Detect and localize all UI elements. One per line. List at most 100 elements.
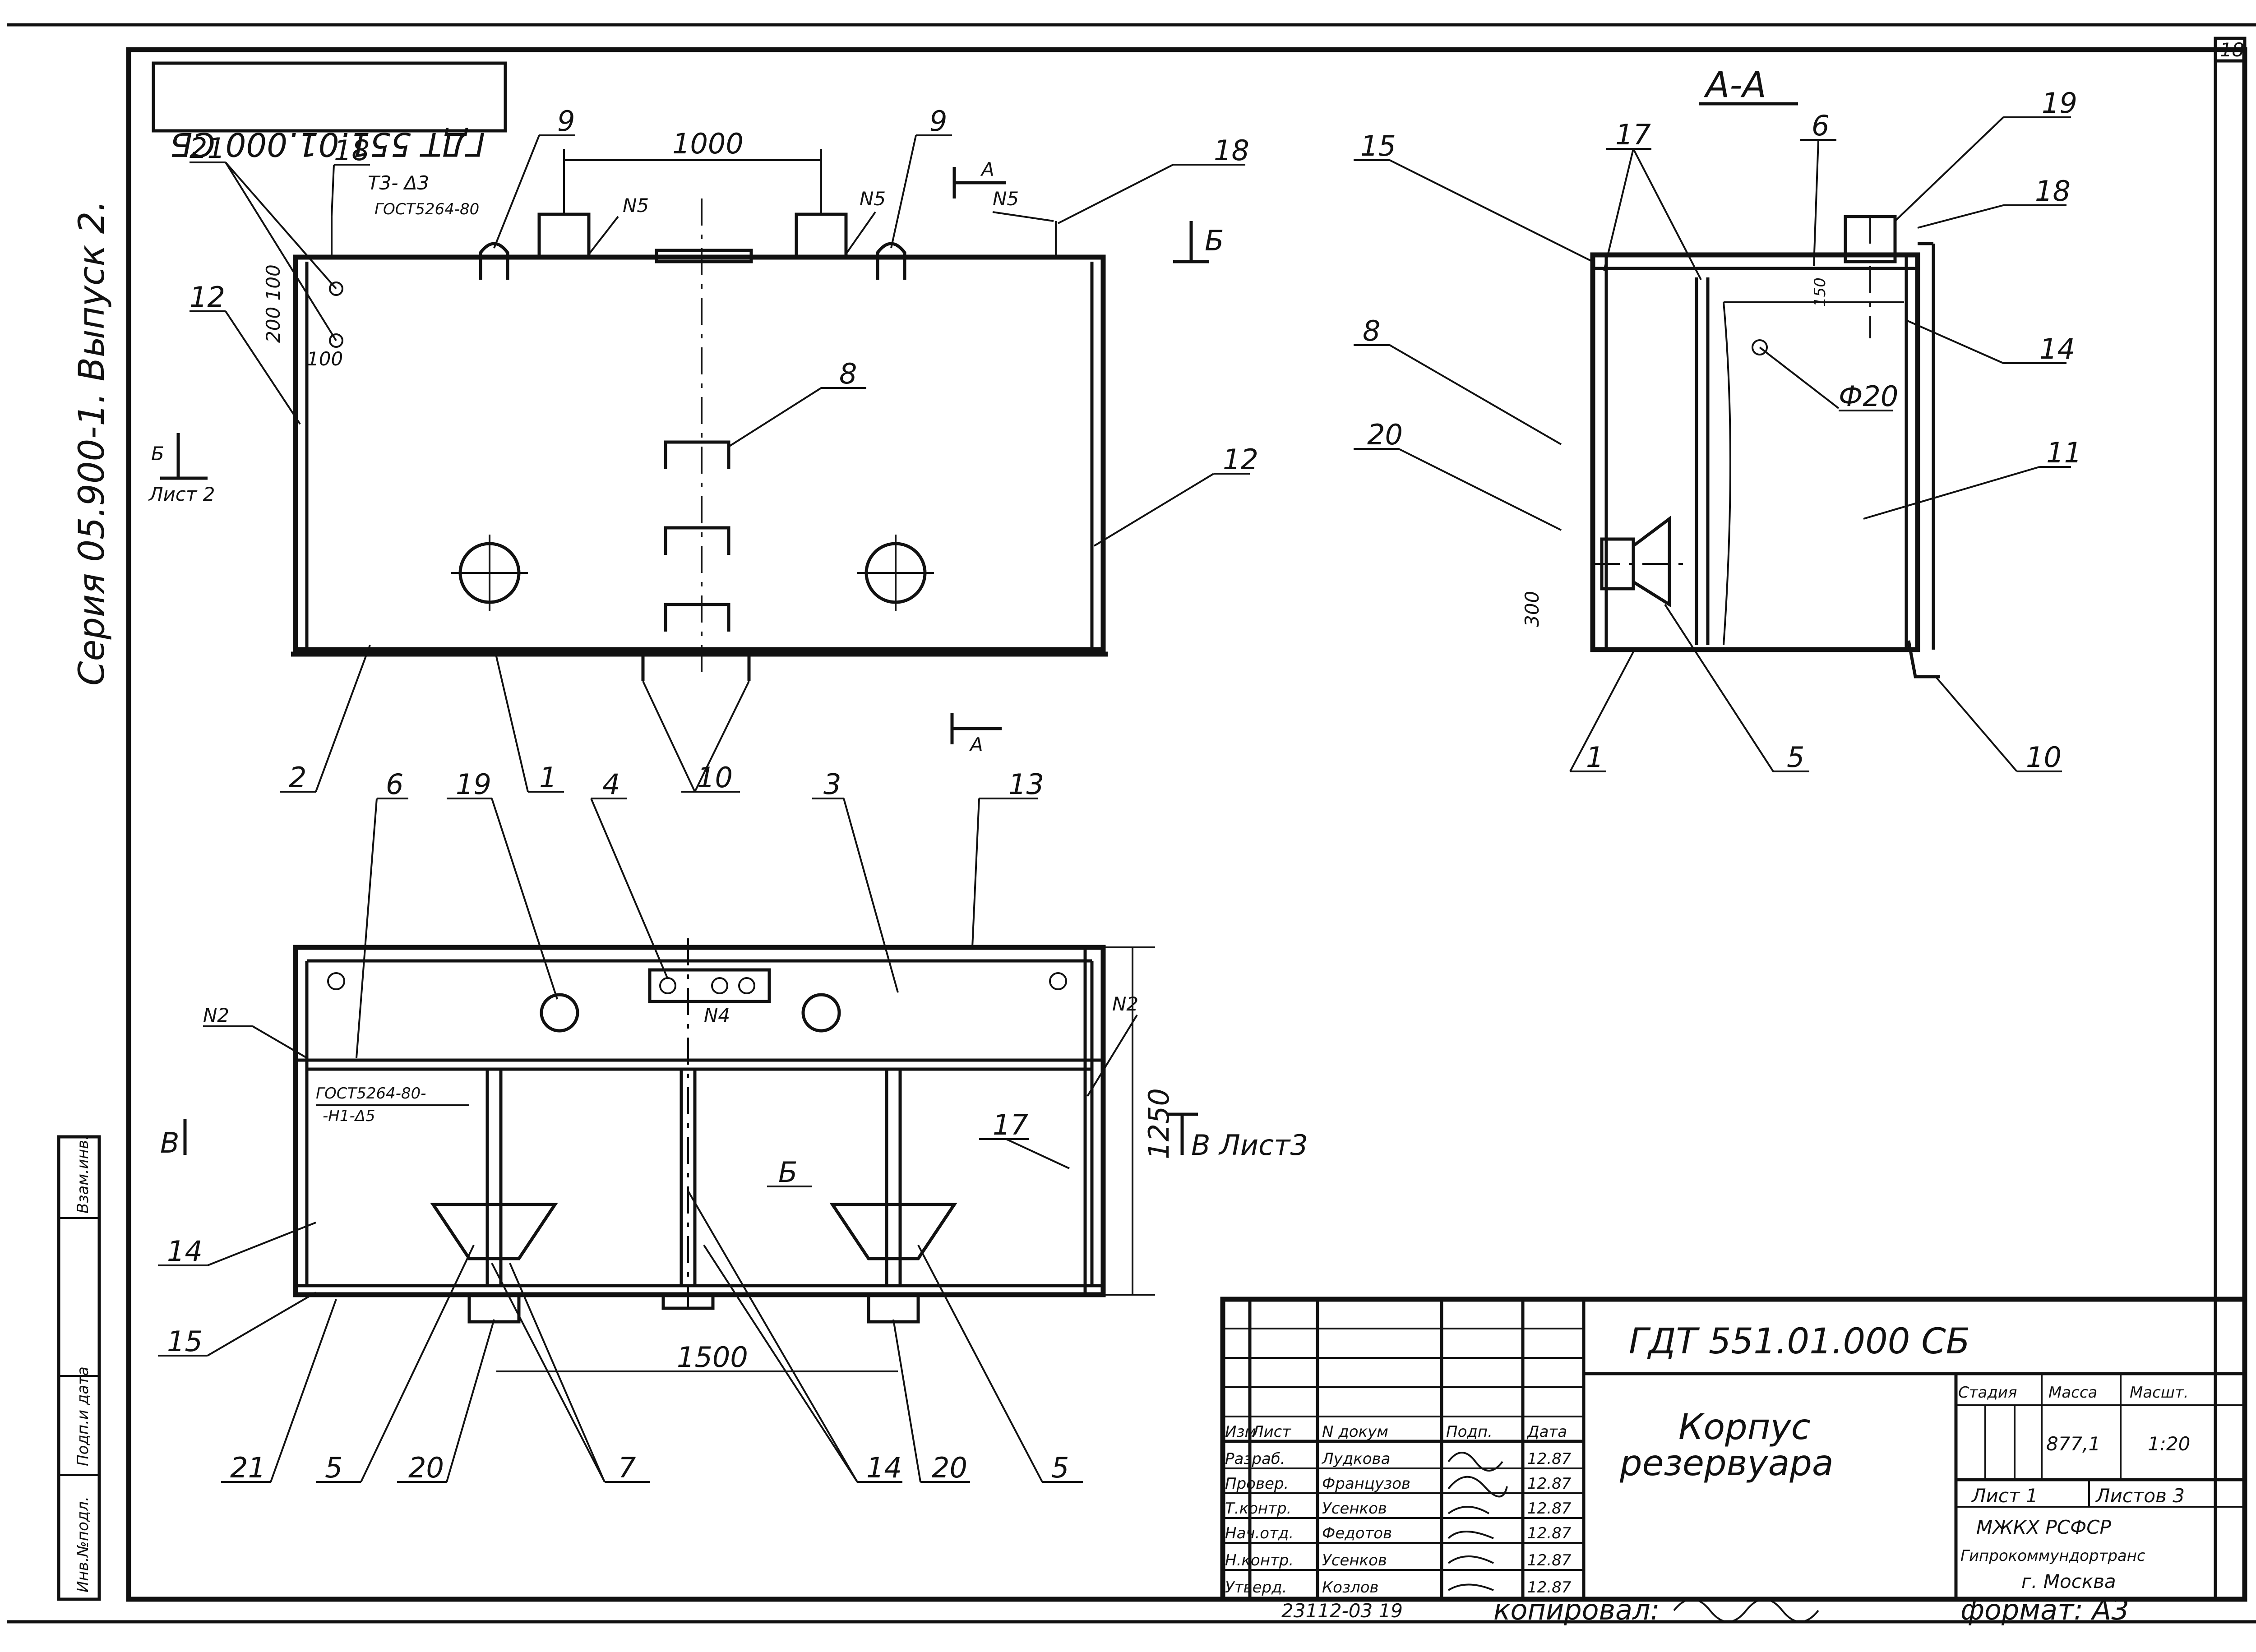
tb-org-3: г. Москва	[2021, 1570, 2116, 1592]
tb-date-1: 12.87	[1527, 1475, 1572, 1493]
tb-title-1: Корпус	[1678, 1407, 1811, 1448]
tb-name-4: Усенков	[1322, 1551, 1387, 1569]
dim-1250: 1250	[1142, 1088, 1175, 1159]
weld-n2-left: N2	[203, 1004, 229, 1026]
tb-date-2: 12.87	[1527, 1500, 1572, 1518]
weld-n5-b: N5	[860, 188, 886, 210]
section-v-left: В	[160, 1126, 180, 1159]
weld-t3: Т3- Δ3	[368, 172, 429, 194]
callout-17-plan: 17	[993, 1108, 1028, 1141]
callout-12-front-l: 12	[190, 281, 225, 314]
callout-1: 1	[539, 761, 557, 794]
callout-21-front: 21	[190, 132, 225, 165]
section-b-top: Б	[1205, 224, 1224, 257]
weld-n2-right: N2	[1112, 993, 1138, 1015]
callout-6-plan: 6	[386, 768, 403, 801]
callout-19-plan: 19	[456, 768, 491, 801]
callout-9-b: 9	[929, 105, 947, 138]
plan-view: 1250 1500 ГОСТ5264-80- -Н1-Δ5 N2 N2 N4 В…	[158, 768, 1308, 1484]
callout-15-plan: 15	[167, 1325, 203, 1358]
tb-name-3: Федотов	[1322, 1524, 1392, 1542]
weld-n4: N4	[704, 1004, 730, 1026]
callout-12-front-r: 12	[1223, 443, 1258, 476]
callout-5-aa: 5	[1787, 741, 1804, 774]
stamp-sign-date: Подп.и дата	[74, 1366, 92, 1466]
weld-gost-bottom-2: -Н1-Δ5	[323, 1107, 375, 1125]
format-label: формат: А3	[1960, 1593, 2129, 1626]
tb-role-3: Нач.отд.	[1225, 1524, 1294, 1542]
callout-21-plan: 21	[230, 1451, 266, 1484]
stamp-replace-inv: Взам.инв.	[74, 1135, 92, 1214]
callout-14-aa: 14	[2039, 332, 2075, 365]
copied-label: копировал:	[1493, 1593, 1660, 1626]
tb-scale-label: Масшт.	[2130, 1384, 2189, 1402]
tb-name-5: Козлов	[1322, 1578, 1379, 1597]
tb-date-5: 12.87	[1527, 1578, 1572, 1597]
tb-org-2: Гипрокоммундортранс	[1960, 1547, 2145, 1565]
weld-gost-bottom-1: ГОСТ5264-80-	[316, 1084, 426, 1103]
tb-h-izm: Изм	[1225, 1423, 1256, 1441]
callout-8-front: 8	[839, 357, 857, 390]
series-text: Серия 05.900-1. Выпуск 2.	[72, 200, 112, 686]
callout-10-aa: 10	[2026, 741, 2062, 774]
callout-18-front-l: 18	[334, 134, 370, 167]
callout-3-plan: 3	[823, 768, 841, 801]
callout-20-plan-l: 20	[408, 1451, 444, 1484]
tb-h-list: Лист	[1251, 1423, 1291, 1441]
section-b-left: Б	[151, 443, 164, 465]
bottom-code: 23112-03 19	[1281, 1600, 1403, 1622]
signature-marks	[1447, 1452, 1508, 1591]
tb-date-4: 12.87	[1527, 1551, 1572, 1569]
tb-date-3: 12.87	[1527, 1524, 1572, 1542]
dim-phi20: Ф20	[1839, 380, 1898, 413]
tb-date-0: 12.87	[1527, 1450, 1572, 1468]
callout-18-front-r: 18	[1214, 134, 1249, 167]
callout-19-aa: 19	[2042, 87, 2077, 120]
section-v-right: В Лист3	[1191, 1129, 1308, 1162]
tb-title-2: резервуара	[1619, 1443, 1834, 1484]
copier-signature	[1673, 1598, 1819, 1623]
tb-name-2: Усенков	[1322, 1500, 1387, 1518]
tb-role-0: Разраб.	[1225, 1450, 1285, 1468]
mirrored-code: ГДТ 551.01.000 СБ	[170, 125, 485, 163]
callout-15-aa: 15	[1360, 129, 1396, 162]
dim-200-100: 200 100	[262, 264, 284, 343]
weld-n5-c: N5	[993, 188, 1019, 210]
callout-17-aa: 17	[1615, 118, 1651, 151]
tb-h-doc: N докум	[1322, 1423, 1388, 1441]
callout-20-aa: 20	[1367, 418, 1403, 451]
callout-18-aa: 18	[2035, 175, 2071, 208]
section-a-top: А	[980, 158, 994, 180]
mirrored-code-box: ГДТ 551.01.000 СБ	[152, 61, 507, 163]
sheet-frame: 18	[7, 23, 2256, 1624]
callout-5-plan-r: 5	[1051, 1451, 1069, 1484]
callout-14-plan-l: 14	[167, 1235, 203, 1268]
tb-org-1: МЖКХ РСФСР	[1976, 1516, 2112, 1538]
stamp-inv-orig: Инв.№подл.	[74, 1496, 92, 1592]
section-b-plan: Б	[778, 1156, 798, 1189]
callout-9-a: 9	[557, 105, 575, 138]
tb-stage-label: Стадия	[1958, 1384, 2017, 1402]
tb-role-5: Утверд.	[1225, 1578, 1287, 1597]
front-view: 1000 200 100 100 Т3- Δ3 ГОСТ5264-80 N5 N…	[148, 105, 1258, 794]
callout-1-aa: 1	[1586, 741, 1604, 774]
tb-mass-label: Масса	[2048, 1384, 2097, 1402]
tb-doc-code: ГДТ 551.01.000 СБ	[1629, 1321, 1970, 1362]
callout-11-aa: 11	[2046, 436, 2082, 469]
callout-2: 2	[289, 761, 306, 794]
tb-name-0: Лудкова	[1321, 1450, 1390, 1468]
title-block: ГДТ 551.01.000 СБ Корпус резервуара Стад…	[1220, 1297, 2247, 1602]
section-title: А-А	[1703, 65, 1766, 106]
tb-scale: 1:20	[2148, 1433, 2190, 1455]
callout-20-plan-r: 20	[932, 1451, 967, 1484]
tb-sheets: Листов 3	[2095, 1485, 2185, 1507]
callout-13-plan: 13	[1008, 768, 1044, 801]
side-stamp: Взам.инв. Подп.и дата Инв.№подл.	[57, 1135, 101, 1601]
tb-h-date: Дата	[1526, 1423, 1567, 1441]
sheet-number: 18	[2220, 39, 2244, 61]
callout-14-plan-r: 14	[866, 1451, 902, 1484]
tb-role-4: Н.контр.	[1225, 1551, 1294, 1569]
section-b-sheet: Лист 2	[148, 483, 215, 505]
callout-5-plan-l: 5	[325, 1451, 342, 1484]
